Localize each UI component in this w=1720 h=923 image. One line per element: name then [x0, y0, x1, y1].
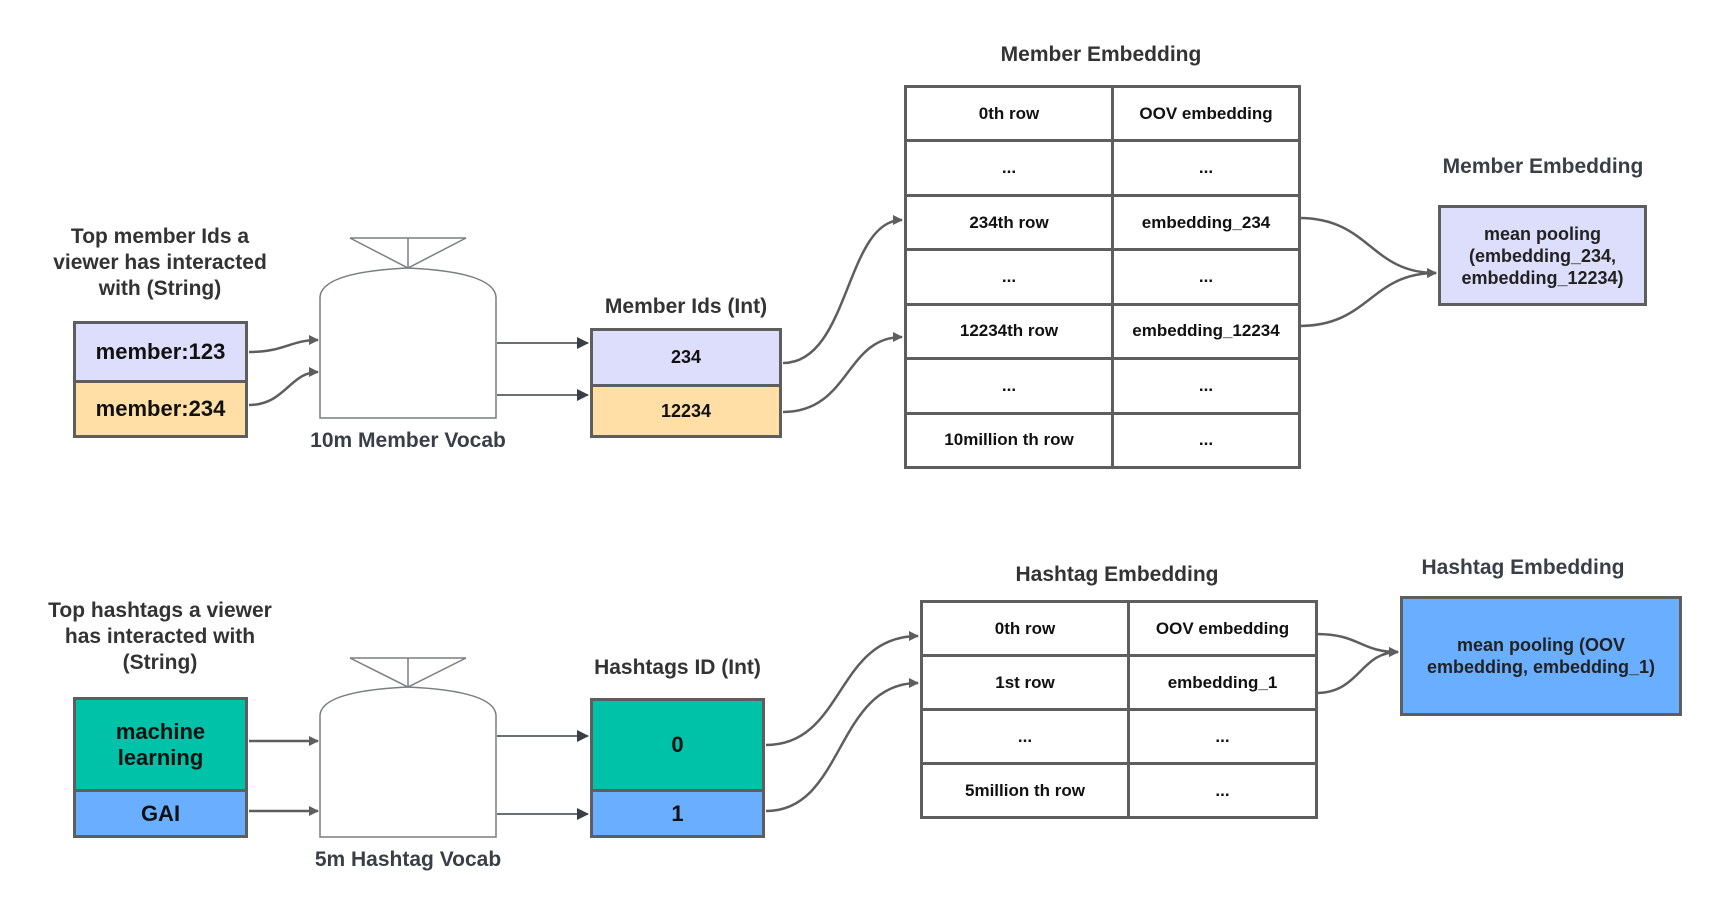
hashtag-input-stack: machine learning GAI	[73, 697, 248, 838]
member-id-value: 234	[670, 347, 702, 367]
embedding-cell[interactable]: OOV embedding	[1127, 600, 1318, 657]
row-index-cell[interactable]: 0th row	[920, 600, 1130, 657]
hashtag-input-title-line: has interacted with	[64, 625, 256, 648]
arrow-emb234-to-pooling	[1298, 216, 1437, 278]
member-mean-pooling-box[interactable]: mean pooling (embedding_234, embedding_1…	[1438, 205, 1647, 306]
member-input-title-line: viewer has interacted	[53, 251, 267, 274]
arrow-emb12234-to-pooling	[1298, 268, 1437, 328]
embedding-cell[interactable]: ...	[1111, 411, 1301, 470]
hashtag-ids-stack: 0 1	[590, 698, 765, 838]
embedding-cell[interactable]: ...	[1127, 708, 1318, 765]
hashtag-input-item-label: GAI	[140, 800, 181, 826]
hashtag-input-title: Top hashtags a viewer has interacted wit…	[30, 598, 290, 676]
member-input-item[interactable]: member:123	[76, 324, 245, 380]
row-index-cell[interactable]: ...	[904, 357, 1114, 415]
table-row: ......	[904, 139, 1301, 197]
embedding-cell[interactable]: embedding_12234	[1111, 302, 1301, 361]
hashtag-embedding-table-title: Hashtag Embedding	[1015, 563, 1219, 586]
arrow-id12234-to-table	[782, 332, 903, 414]
member-vocab-label: 10m Member Vocab	[310, 429, 506, 452]
member-input-title-line: with (String)	[98, 277, 222, 300]
row-index-cell[interactable]: ...	[904, 248, 1114, 306]
row-index-cell[interactable]: 12234th row	[904, 302, 1114, 361]
member-ids-stack: 234 12234	[590, 328, 782, 438]
hashtag-vocab-tank-icon	[319, 657, 497, 838]
member-embedding-table-title: Member Embedding	[1000, 43, 1202, 66]
hashtag-id-item[interactable]: 1	[593, 789, 762, 835]
member-input-item-label: member:234	[95, 396, 226, 421]
embedding-cell[interactable]: ...	[1111, 357, 1301, 415]
member-pooling-line: mean pooling	[1484, 223, 1601, 244]
arrow-id1-to-table	[765, 678, 919, 813]
member-id-value: 12234	[660, 400, 712, 421]
arrow-id0-to-table	[765, 631, 919, 747]
hashtag-id-value: 1	[671, 800, 684, 826]
table-row: ......	[904, 248, 1301, 306]
hashtag-ids-title: Hashtags ID (Int)	[594, 656, 761, 679]
member-id-item[interactable]: 234	[593, 331, 779, 384]
row-index-cell[interactable]: ...	[904, 139, 1114, 197]
member-ids-title: Member Ids (Int)	[604, 295, 768, 318]
row-index-cell[interactable]: 5million th row	[920, 762, 1130, 819]
arrow-member234-to-vocab	[248, 367, 319, 407]
table-row: ......	[920, 708, 1318, 765]
table-row: 10million th row...	[904, 411, 1301, 470]
arrow-emb1-to-pooling	[1315, 647, 1399, 695]
row-index-cell[interactable]: ...	[920, 708, 1130, 765]
table-row: ......	[904, 357, 1301, 415]
row-index-cell[interactable]: 10million th row	[904, 411, 1114, 470]
member-input-title-line: Top member Ids a	[70, 225, 250, 248]
hashtag-pooling-line: embedding, embedding_1)	[1426, 657, 1656, 677]
member-pooling-line: (embedding_234,	[1468, 245, 1617, 266]
member-input-title: Top member Ids a viewer has interacted w…	[40, 224, 280, 302]
arrow-member123-to-vocab	[248, 335, 319, 354]
embedding-cell[interactable]: ...	[1111, 139, 1301, 197]
row-index-cell[interactable]: 1st row	[920, 654, 1130, 711]
member-vocab-tank-icon	[319, 237, 497, 419]
hashtag-pooling-line: mean pooling (OOV	[1456, 635, 1625, 655]
row-index-cell[interactable]: 0th row	[904, 84, 1114, 143]
embedding-cell[interactable]: ...	[1127, 762, 1318, 819]
table-row: 5million th row...	[920, 762, 1318, 819]
embedding-cell[interactable]: embedding_234	[1111, 193, 1301, 252]
hashtag-mean-pooling-box[interactable]: mean pooling (OOV embedding, embedding_1…	[1400, 596, 1682, 716]
hashtag-input-title-line: Top hashtags a viewer	[48, 599, 272, 622]
arrow-oov-to-pooling	[1315, 632, 1399, 657]
hashtag-input-item-label: machine	[115, 718, 206, 744]
hashtag-input-title-line: (String)	[122, 651, 198, 674]
member-output-title: Member Embedding	[1442, 155, 1644, 178]
embedding-cell[interactable]: OOV embedding	[1111, 84, 1301, 143]
arrow-id234-to-table	[782, 215, 903, 365]
member-id-item[interactable]: 12234	[593, 384, 779, 435]
hashtag-input-item[interactable]: GAI	[76, 789, 245, 835]
hashtag-input-item[interactable]: machine learning	[76, 700, 245, 789]
embedding-cell[interactable]: ...	[1111, 248, 1301, 306]
row-index-cell[interactable]: 234th row	[904, 193, 1114, 252]
embedding-cell[interactable]: embedding_1	[1127, 654, 1318, 711]
member-pooling-line: embedding_12234)	[1461, 267, 1624, 288]
hashtag-vocab-label: 5m Hashtag Vocab	[314, 848, 502, 871]
hashtag-id-value: 0	[671, 732, 684, 757]
hashtag-id-item[interactable]: 0	[593, 701, 762, 789]
hashtag-output-title: Hashtag Embedding	[1421, 556, 1625, 579]
hashtag-input-item-label: learning	[117, 744, 204, 770]
member-input-item-label: member:123	[95, 339, 226, 364]
member-input-item[interactable]: member:234	[76, 380, 245, 435]
member-input-stack: member:123 member:234	[73, 321, 248, 438]
